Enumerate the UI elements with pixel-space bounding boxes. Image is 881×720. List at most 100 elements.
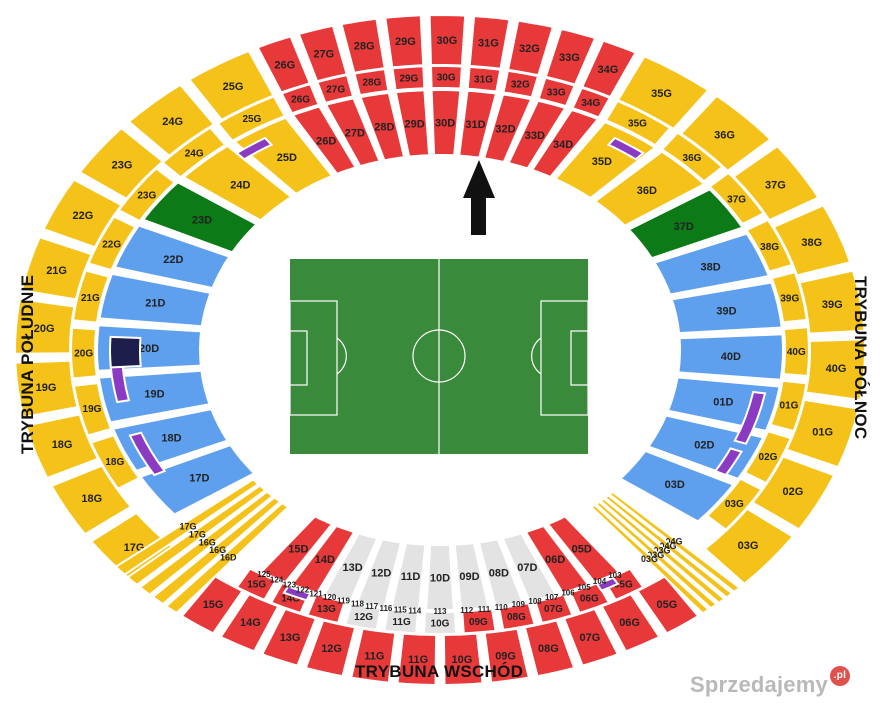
section-west-lower-23d[interactable]: 23D xyxy=(141,181,259,254)
box-number-118[interactable]: 118 xyxy=(351,599,364,608)
box-number-103[interactable]: 103 xyxy=(608,571,622,580)
section-top-middle-33g-shape[interactable] xyxy=(537,76,576,108)
section-west-middle-25g-shape[interactable] xyxy=(216,95,287,143)
section-bottom-lower-15d-shape[interactable] xyxy=(259,515,334,584)
section-corner-se-03g[interactable]: 03G xyxy=(589,503,711,615)
section-top-lower-30d[interactable]: 30D xyxy=(430,89,462,157)
section-west-lower-17d-shape[interactable] xyxy=(138,443,256,516)
section-east-lower-38d-shape[interactable] xyxy=(653,232,771,296)
section-east-outer-38g[interactable]: 38G xyxy=(772,204,852,277)
section-bottom-lower-05d[interactable]: 05D xyxy=(546,515,621,584)
section-corner-sw-17g-shape[interactable] xyxy=(114,478,260,576)
section-bottom-outer-11g[interactable]: 11G xyxy=(396,632,438,687)
section-top-middle-33g[interactable]: 33G xyxy=(537,76,576,108)
section-top-middle-32g[interactable]: 32G xyxy=(502,69,540,99)
section-east-middle-35g[interactable]: 35G xyxy=(604,99,672,147)
section-east-lower-36d[interactable]: 36D xyxy=(593,150,706,227)
section-top-lower-29d-shape[interactable] xyxy=(394,89,431,158)
section-east-middle-03g-shape[interactable] xyxy=(705,477,763,532)
section-west-middle-21g[interactable]: 21G xyxy=(71,269,111,324)
accent-strip-w1[interactable] xyxy=(235,136,274,161)
section-east-middle-40g-shape[interactable] xyxy=(782,326,811,378)
section-east-middle-39g[interactable]: 39G xyxy=(770,270,809,324)
section-top-middle-31g[interactable]: 31G xyxy=(466,65,502,93)
section-top-outer-26g[interactable]: 26G xyxy=(256,35,312,94)
section-west-lower-22d[interactable]: 22D xyxy=(113,224,231,290)
section-corner-sw-16g[interactable]: 16G xyxy=(151,496,282,606)
section-top-lower-31d[interactable]: 31D xyxy=(458,89,498,159)
accent-block-navy-shape[interactable] xyxy=(108,335,142,369)
section-bottom-lower-13d-shape[interactable] xyxy=(322,532,379,603)
section-corner-sw-17g[interactable]: 17G xyxy=(114,478,260,576)
section-top-outer-34g-shape[interactable] xyxy=(580,39,638,99)
section-east-lower-36d-shape[interactable] xyxy=(593,150,706,227)
section-west-middle-23g[interactable]: 23G xyxy=(117,167,177,223)
section-east-lower-38d[interactable]: 38D xyxy=(653,232,771,296)
box-number-122[interactable]: 122 xyxy=(296,585,310,594)
section-east-middle-01g[interactable]: 01G xyxy=(769,379,808,433)
section-corner-sw-16d[interactable]: 16D xyxy=(164,501,290,615)
section-east-lower-39d[interactable]: 39D xyxy=(670,281,783,335)
section-east-lower-40d[interactable]: 40D xyxy=(677,333,785,381)
box-number-109[interactable]: 109 xyxy=(512,600,526,609)
section-bottom-middle-09g-shape[interactable] xyxy=(461,607,497,635)
accent-strip-e1-shape[interactable] xyxy=(606,136,645,161)
section-bottom-lower-11d-shape[interactable] xyxy=(390,541,427,611)
box-number-123[interactable]: 123 xyxy=(283,581,297,590)
section-bottom-middle-08g-shape[interactable] xyxy=(498,602,536,631)
section-top-middle-27g[interactable]: 27G xyxy=(316,74,355,105)
box-number-104[interactable]: 104 xyxy=(593,577,607,586)
section-corner-sw-16d-shape[interactable] xyxy=(164,501,290,615)
section-west-outer-24g[interactable]: 24G xyxy=(127,83,216,158)
section-bottom-lower-06d-shape[interactable] xyxy=(524,524,590,594)
box-number-111[interactable]: 111 xyxy=(478,605,491,614)
section-bottom-middle-07g-shape[interactable] xyxy=(534,593,574,625)
section-east-middle-01g-shape[interactable] xyxy=(769,379,808,433)
section-west-lower-24d[interactable]: 24D xyxy=(181,144,293,222)
section-bottom-middle-10g-shape[interactable] xyxy=(422,610,458,636)
section-bottom-middle-11g[interactable]: 11G xyxy=(383,607,419,635)
section-top-lower-26d[interactable]: 26D xyxy=(291,105,358,176)
section-west-middle-22g[interactable]: 22G xyxy=(87,215,137,272)
section-top-outer-29g-shape[interactable] xyxy=(384,14,425,69)
section-west-lower-24d-shape[interactable] xyxy=(181,144,293,222)
section-bottom-outer-07g-shape[interactable] xyxy=(562,607,620,667)
section-bottom-outer-12g[interactable]: 12G xyxy=(304,619,357,678)
section-top-middle-34g-shape[interactable] xyxy=(571,86,612,119)
accent-strip-e3-shape[interactable] xyxy=(713,447,744,477)
section-top-lower-33d-shape[interactable] xyxy=(507,99,567,170)
section-east-lower-37d[interactable]: 37D xyxy=(627,188,745,260)
section-top-lower-27d[interactable]: 27D xyxy=(324,97,381,168)
section-bottom-outer-07g[interactable]: 07G xyxy=(562,607,620,667)
box-number-125[interactable]: 125 xyxy=(257,570,271,579)
section-west-middle-23g-shape[interactable] xyxy=(117,167,177,223)
section-bottom-outer-13g[interactable]: 13G xyxy=(260,607,318,667)
section-bottom-outer-11g-shape[interactable] xyxy=(349,627,397,684)
box-number-110[interactable]: 110 xyxy=(495,603,508,612)
section-corner-se-04g-shape[interactable] xyxy=(603,494,734,599)
section-bottom-outer-10g[interactable]: 10G xyxy=(442,632,484,687)
section-corner-sw-16g-shape[interactable] xyxy=(151,496,282,606)
section-bottom-outer-09g[interactable]: 09G xyxy=(483,627,531,684)
section-corner-se-03g[interactable]: 03G xyxy=(594,500,719,610)
section-corner-se-04g[interactable]: 04G xyxy=(603,494,734,599)
section-bottom-outer-06g[interactable]: 06G xyxy=(600,592,661,653)
section-bottom-lower-13d[interactable]: 13D xyxy=(322,532,379,603)
section-bottom-middle-12g-shape[interactable] xyxy=(344,602,382,631)
section-west-middle-24g-shape[interactable] xyxy=(161,126,227,179)
section-west-middle-25g[interactable]: 25G xyxy=(216,95,287,143)
section-east-outer-39g-shape[interactable] xyxy=(798,269,866,335)
section-bottom-middle-07g[interactable]: 07G xyxy=(534,593,574,625)
section-corner-se-04g-shape[interactable] xyxy=(608,490,742,594)
section-east-middle-37g-shape[interactable] xyxy=(708,171,766,226)
section-bottom-outer-10g-shape[interactable] xyxy=(442,632,484,687)
box-number-117[interactable]: 117 xyxy=(365,602,378,611)
section-east-middle-40g[interactable]: 40G xyxy=(782,326,811,378)
section-bottom-outer-06g-shape[interactable] xyxy=(600,592,661,653)
box-number-120[interactable]: 120 xyxy=(323,593,337,602)
box-number-114[interactable]: 114 xyxy=(408,606,421,615)
accent-strip-w1-shape[interactable] xyxy=(235,136,274,161)
accent-strip-e1[interactable] xyxy=(606,136,645,161)
section-bottom-middle-15g-shape[interactable] xyxy=(235,567,278,602)
section-top-outer-33g-shape[interactable] xyxy=(544,27,597,86)
